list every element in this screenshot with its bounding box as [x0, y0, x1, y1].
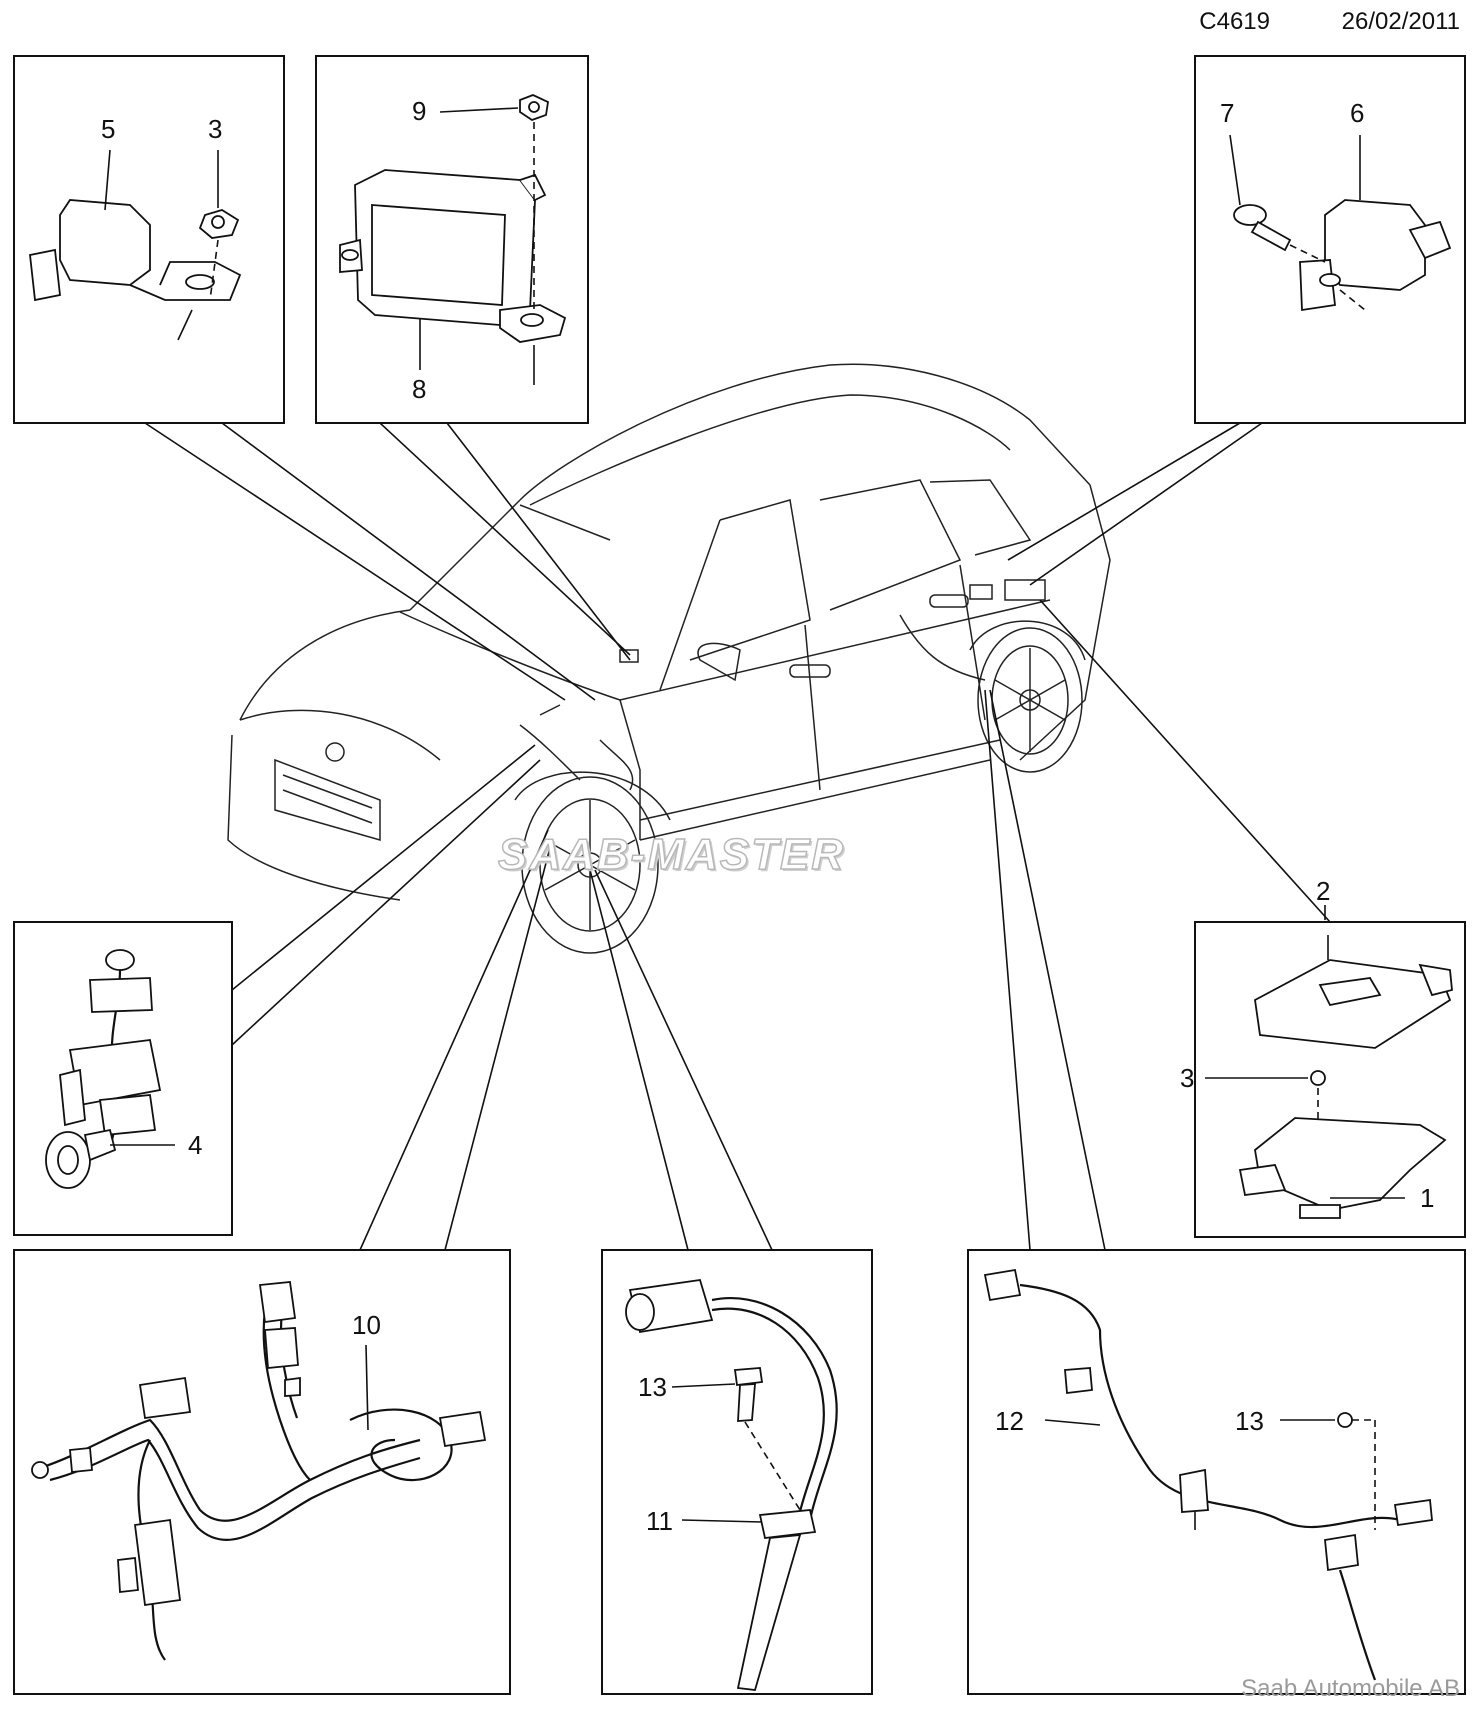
callout-8: 8 — [412, 374, 426, 404]
panel-sensor-6 — [1194, 55, 1466, 424]
panel-control-unit-2 — [1194, 905, 1466, 1238]
callout-4: 4 — [188, 1130, 202, 1160]
callout-2: 2 — [1316, 876, 1330, 906]
panel-wiring-harness-10 — [13, 1249, 511, 1695]
footer-credit: Saab Automobile AB — [1241, 1675, 1460, 1702]
panel-harness-4 — [13, 921, 233, 1236]
callout-9: 9 — [412, 96, 426, 126]
diagram-date: 26/02/2011 — [1341, 8, 1460, 35]
diagram-code: C4619 — [1199, 8, 1270, 35]
callout-12: 12 — [995, 1406, 1024, 1436]
callout-11: 11 — [646, 1506, 673, 1536]
vehicle-outline — [227, 363, 1111, 954]
diagram-header: C4619 26/02/2011 — [1040, 8, 1460, 40]
callout-5: 5 — [101, 114, 115, 144]
leader-lines — [144, 422, 1331, 1251]
callout-labels: 5 3 9 8 7 6 2 3 1 4 10 13 11 12 13 — [101, 96, 1434, 1536]
callout-1: 1 — [1420, 1183, 1434, 1213]
callout-13-left: 13 — [638, 1372, 667, 1402]
callout-7: 7 — [1220, 98, 1234, 128]
panel-wheel-sensor-11 — [601, 1249, 873, 1695]
callout-10: 10 — [352, 1310, 381, 1340]
panel-wheel-sensor-12 — [967, 1249, 1466, 1695]
panel-module-8 — [315, 55, 589, 424]
watermark: SAAB-MASTER — [497, 829, 846, 880]
callout-6: 6 — [1350, 98, 1364, 128]
callout-13-right: 13 — [1235, 1406, 1264, 1436]
callout-3-top: 3 — [208, 114, 222, 144]
panel-sensor-5 — [13, 55, 285, 424]
callout-3-right: 3 — [1180, 1063, 1194, 1093]
